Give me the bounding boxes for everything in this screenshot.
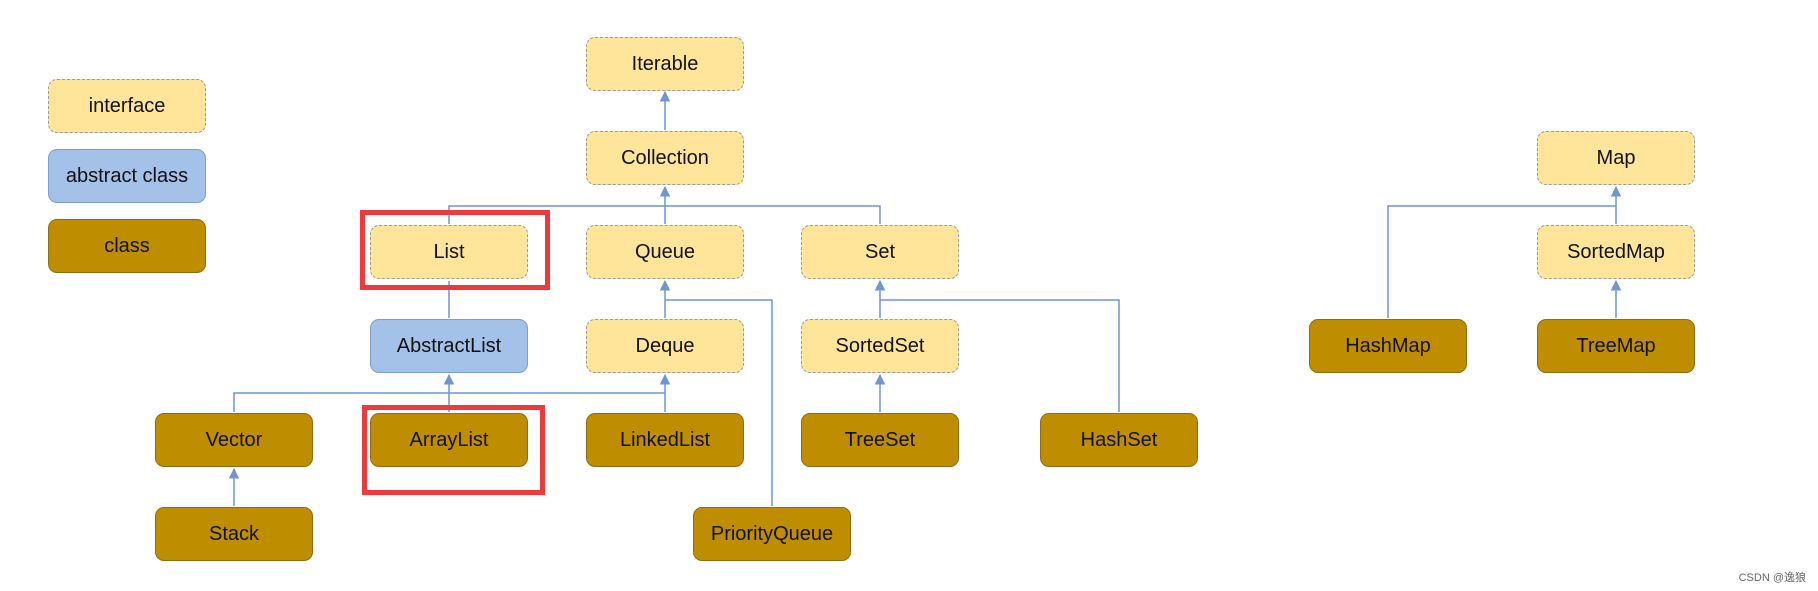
edge-vector-abstractlist (233, 392, 449, 412)
highlight-array-list (362, 405, 545, 495)
legend-abstract-class-label: abstract class (65, 164, 189, 187)
node-sorted-map-label: SortedMap (1567, 240, 1665, 263)
node-iterable: Iterable (586, 37, 744, 91)
node-array-list: ArrayList (370, 413, 528, 467)
node-stack-label: Stack (208, 522, 260, 545)
node-linked-list: LinkedList (586, 413, 744, 467)
node-vector-label: Vector (205, 428, 263, 451)
node-queue-label: Queue (634, 240, 696, 263)
node-collection: Collection (586, 131, 744, 185)
node-array-list-label: ArrayList (409, 428, 489, 451)
node-deque: Deque (586, 319, 744, 373)
node-priority-queue: PriorityQueue (693, 507, 851, 561)
node-list: List (370, 225, 528, 279)
edge-hashmap-map (1387, 205, 1616, 318)
node-sorted-map: SortedMap (1537, 225, 1695, 279)
node-collection-label: Collection (621, 146, 709, 169)
node-tree-set-label: TreeSet (844, 428, 916, 451)
highlight-list (360, 210, 550, 290)
legend-abstract-class: abstract class (48, 149, 206, 203)
node-hash-map-label: HashMap (1345, 334, 1431, 357)
edge-set-collection (665, 205, 881, 224)
edge-list-collection (448, 205, 665, 224)
node-stack: Stack (155, 507, 313, 561)
node-map-label: Map (1596, 146, 1636, 169)
node-list-label: List (433, 240, 465, 263)
watermark: CSDN @逸狼 (1738, 572, 1806, 584)
legend-interface: interface (48, 79, 206, 133)
node-iterable-label: Iterable (631, 52, 699, 75)
edge-hashset-set (880, 299, 1120, 412)
node-sorted-set: SortedSet (801, 319, 959, 373)
legend-class-label: class (104, 234, 150, 257)
node-queue: Queue (586, 225, 744, 279)
node-tree-map-label: TreeMap (1576, 334, 1656, 357)
node-vector: Vector (155, 413, 313, 467)
node-set: Set (801, 225, 959, 279)
node-hash-map: HashMap (1309, 319, 1467, 373)
node-hash-set-label: HashSet (1080, 428, 1158, 451)
node-tree-map: TreeMap (1537, 319, 1695, 373)
node-deque-label: Deque (635, 334, 695, 357)
node-set-label: Set (864, 240, 896, 263)
node-abstract-list-label: AbstractList (396, 334, 502, 357)
node-priority-queue-label: PriorityQueue (710, 522, 834, 545)
node-sorted-set-label: SortedSet (835, 334, 925, 357)
legend-interface-label: interface (88, 94, 166, 117)
node-hash-set: HashSet (1040, 413, 1198, 467)
node-abstract-list: AbstractList (370, 319, 528, 373)
node-linked-list-label: LinkedList (619, 428, 711, 451)
node-map: Map (1537, 131, 1695, 185)
legend-class: class (48, 219, 206, 273)
node-tree-set: TreeSet (801, 413, 959, 467)
edge-priorityqueue-queue (665, 299, 773, 506)
